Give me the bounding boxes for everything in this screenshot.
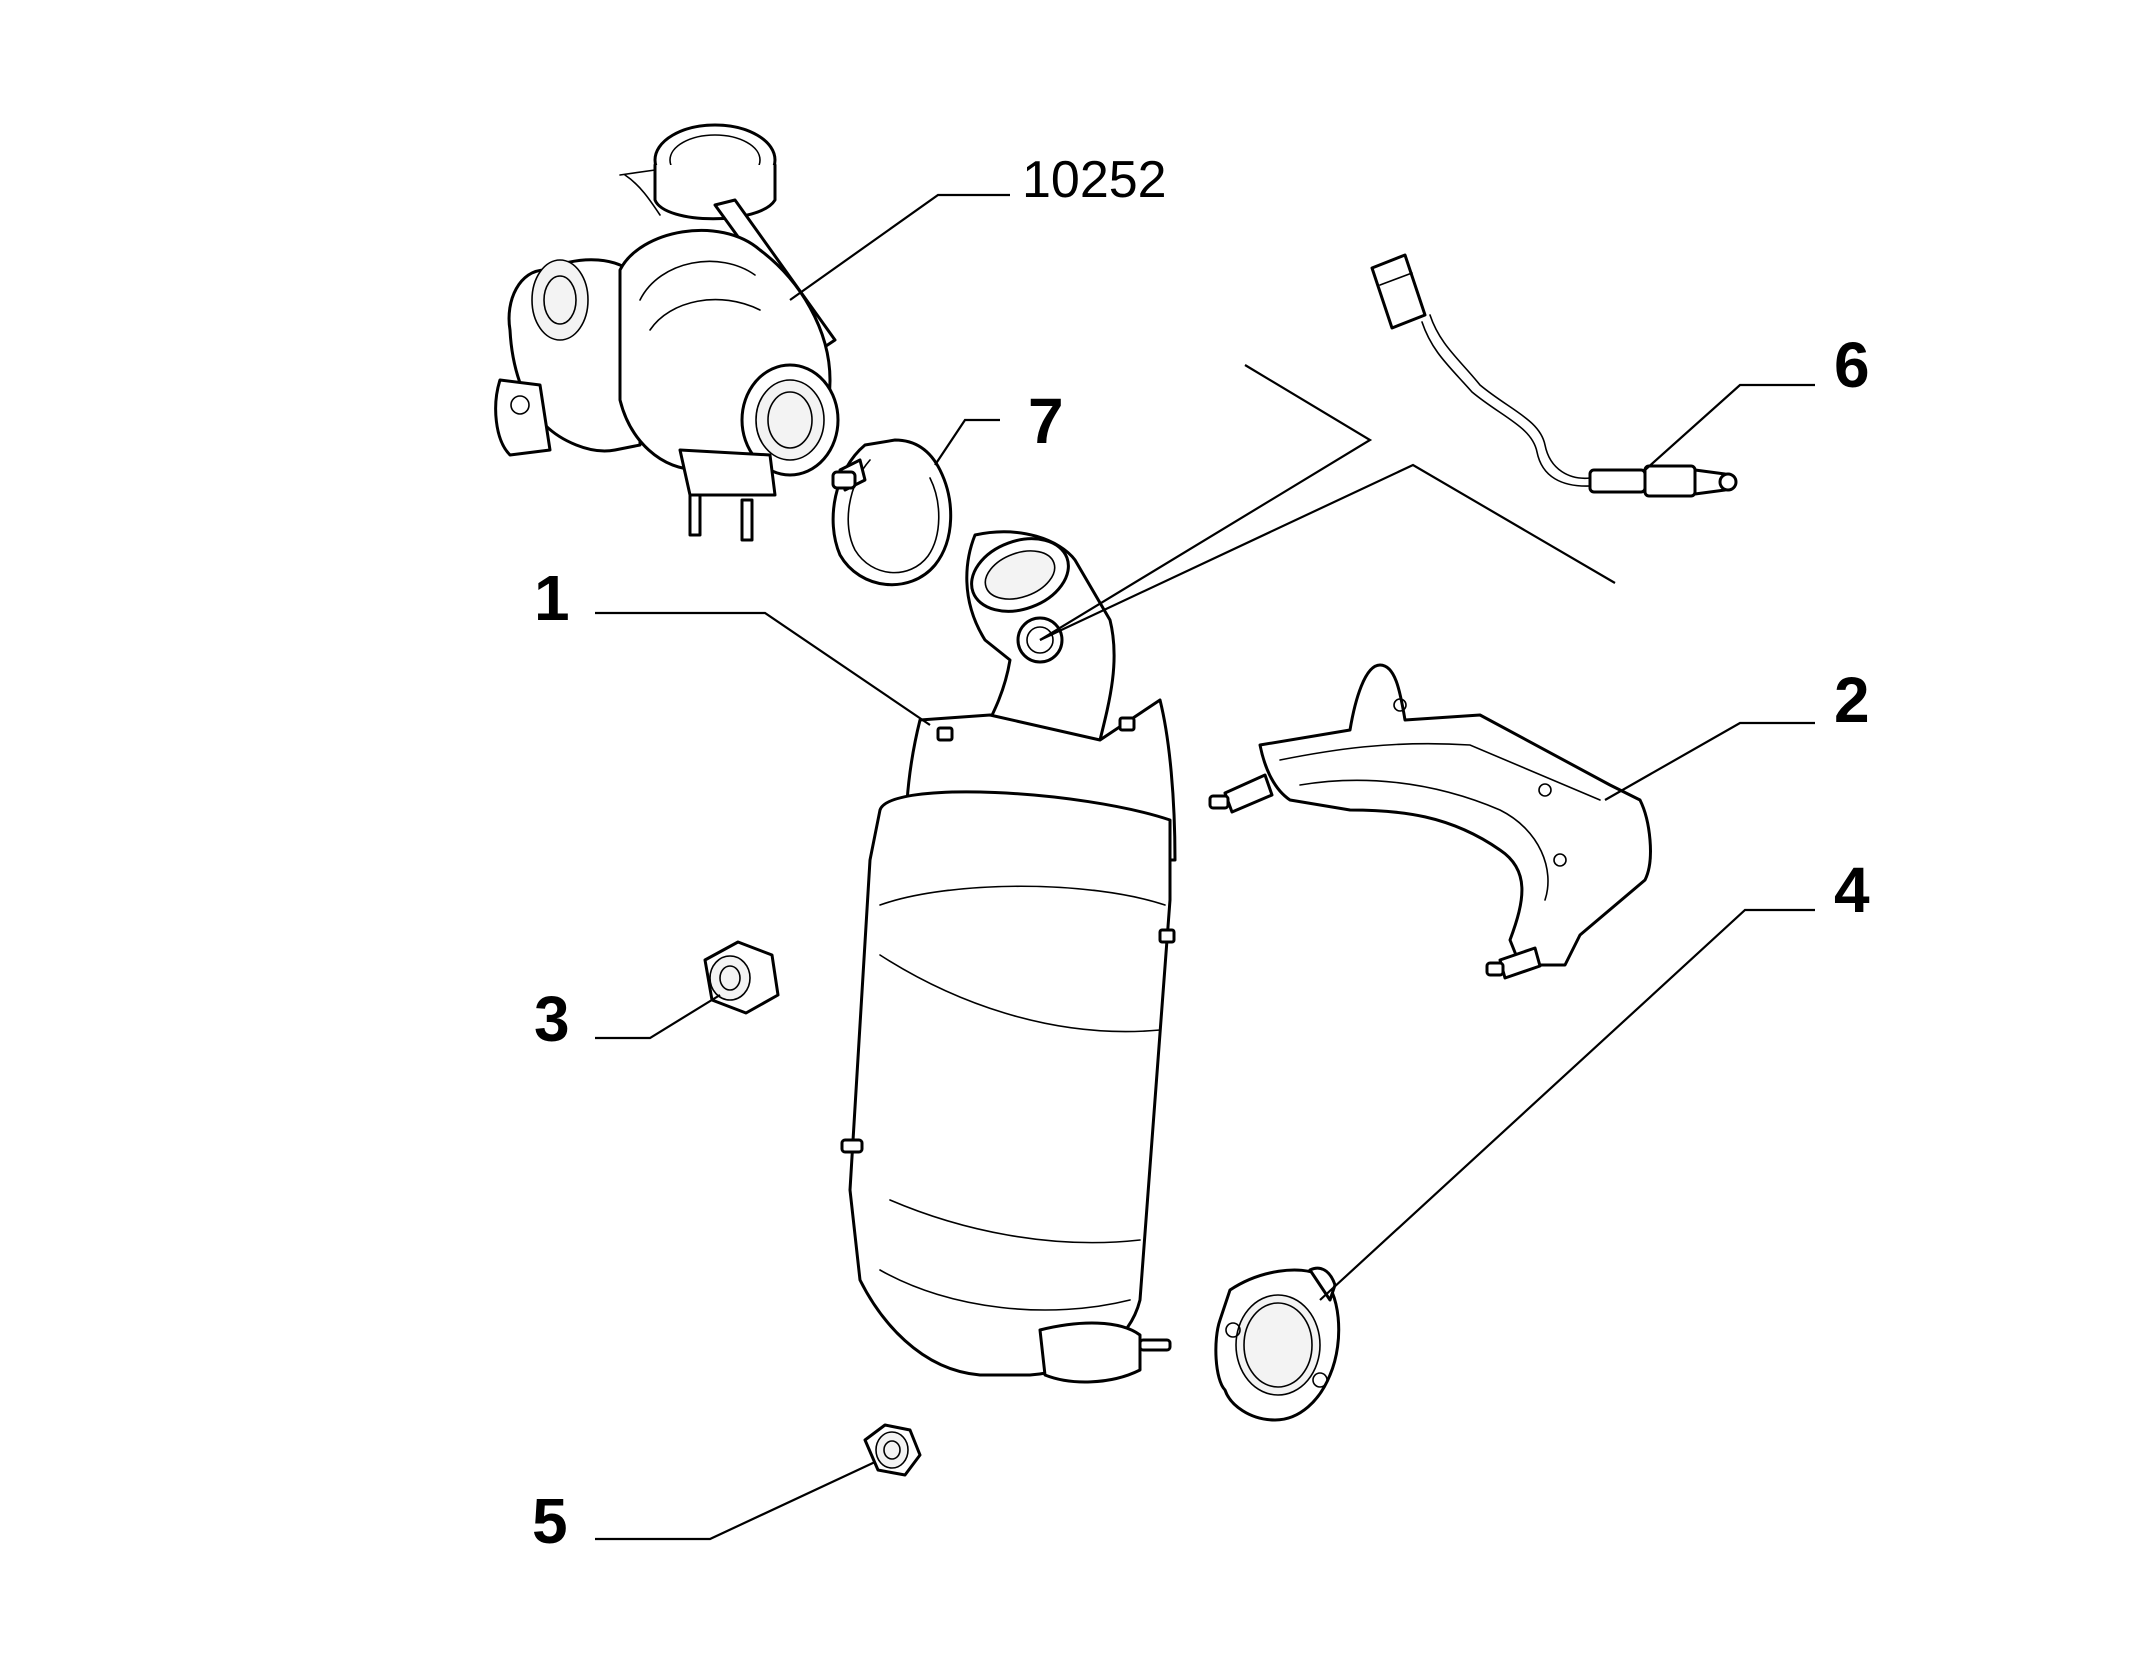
turbocharger [494, 123, 840, 542]
sensor-pointer-lower [1039, 463, 1616, 641]
part-1-catalytic-converter [840, 530, 1177, 1384]
callout-5: 5 [532, 1485, 568, 1557]
callout-3: 3 [534, 983, 570, 1055]
leader-turbo [789, 193, 1010, 301]
callout-7: 7 [1028, 385, 1064, 457]
leader-7 [934, 418, 1000, 466]
leader-6 [1644, 383, 1815, 471]
leader-5 [595, 1461, 876, 1541]
callout-1: 1 [534, 562, 570, 634]
leader-1 [595, 611, 931, 726]
leader-4 [1319, 908, 1815, 1301]
part-4-gasket [1214, 1266, 1341, 1422]
part-6-lambda-sensor [1370, 253, 1738, 498]
leader-lines [595, 193, 1815, 1541]
part-5-flange-nut [863, 1423, 922, 1477]
callout-6: 6 [1834, 329, 1870, 401]
part-3-nut [703, 940, 780, 1015]
part-2-support-bracket [1208, 663, 1652, 980]
sensor-pointer-upper [1039, 364, 1373, 641]
leader-3 [595, 994, 721, 1040]
callout-2: 2 [1834, 664, 1870, 736]
callout-10252: 10252 [1022, 151, 1167, 209]
leader-2 [1604, 721, 1815, 801]
callout-4: 4 [1834, 854, 1870, 926]
part-7-clamp [831, 438, 953, 587]
